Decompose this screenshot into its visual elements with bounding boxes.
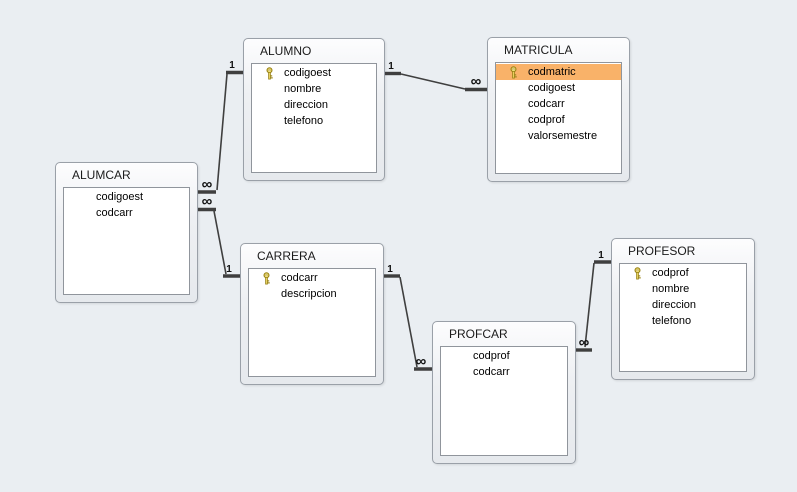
field-list: codprof codcarr: [440, 346, 568, 456]
relationship-line[interactable]: [584, 262, 595, 348]
field-name: valorsemestre: [528, 130, 598, 142]
field-row[interactable]: telefono: [620, 313, 746, 329]
cardinality-one-label: 1: [387, 264, 393, 275]
table-alumno[interactable]: ALUMNO codigoest nombre direccion telefono: [243, 38, 385, 181]
field-row[interactable]: codcarr: [64, 205, 189, 221]
field-name: codigoest: [284, 67, 332, 79]
field-row[interactable]: nombre: [620, 281, 746, 297]
key-icon: [263, 271, 270, 284]
field-list: codmatric codigoest codcarr codprof valorsem…: [495, 62, 622, 174]
field-name: descripcion: [281, 288, 337, 300]
relationship-line[interactable]: [399, 276, 418, 368]
field-list: codprof nombre direccion telefono: [619, 263, 747, 372]
field-row[interactable]: descripcion: [249, 286, 375, 302]
table-title[interactable]: PROFCAR: [449, 327, 508, 341]
relationship-alumno-matricula[interactable]: 1∞: [385, 61, 487, 92]
key-icon: [634, 266, 641, 279]
field-name: direccion: [284, 99, 329, 111]
key-icon-slot: [509, 65, 527, 79]
table-profesor[interactable]: PROFESOR codprof nombre direccion telefono: [611, 238, 755, 380]
relationship-line[interactable]: [213, 210, 227, 275]
field-row[interactable]: codcarr: [496, 96, 621, 112]
field-name: codprof: [652, 267, 689, 279]
table-title[interactable]: MATRICULA: [504, 43, 573, 57]
table-title[interactable]: PROFESOR: [628, 244, 696, 258]
field-row[interactable]: nombre: [252, 81, 376, 97]
field-name: codcarr: [473, 366, 510, 378]
field-name: nombre: [652, 283, 690, 295]
field-row[interactable]: codprof: [496, 112, 621, 128]
field-row[interactable]: codmatric: [496, 64, 621, 80]
relationship-alumno-alumcar[interactable]: 1∞: [198, 60, 243, 194]
field-row[interactable]: codigoest: [64, 189, 189, 205]
cardinality-one-label: 1: [226, 264, 232, 275]
field-name: telefono: [652, 315, 692, 327]
table-alumcar[interactable]: ALUMCAR codigoest codcarr: [55, 162, 198, 303]
cardinality-many-label: ∞: [579, 334, 590, 351]
table-matricula[interactable]: MATRICULA codmatric codigoest codcarr codpro…: [487, 37, 630, 182]
field-row[interactable]: codigoest: [252, 65, 376, 81]
key-icon-slot: [633, 266, 651, 280]
field-row[interactable]: codprof: [441, 348, 567, 364]
field-row[interactable]: direccion: [252, 97, 376, 113]
field-name: codigoest: [528, 82, 576, 94]
table-title[interactable]: ALUMNO: [260, 44, 312, 58]
relationship-carrera-profcar[interactable]: 1∞: [384, 264, 432, 371]
field-row[interactable]: codcarr: [441, 364, 567, 380]
field-name: codmatric: [528, 66, 576, 78]
cardinality-one-label: 1: [388, 61, 394, 72]
field-row[interactable]: codcarr: [249, 270, 375, 286]
field-list: codigoest nombre direccion telefono: [251, 63, 377, 173]
cardinality-many-label: ∞: [471, 73, 482, 90]
field-list: codigoest codcarr: [63, 187, 190, 295]
field-row[interactable]: codigoest: [496, 80, 621, 96]
field-name: direccion: [652, 299, 697, 311]
cardinality-many-label: ∞: [202, 176, 213, 193]
table-title[interactable]: CARRERA: [257, 249, 316, 263]
table-profcar[interactable]: PROFCAR codprof codcarr: [432, 321, 576, 464]
field-name: codcarr: [528, 98, 565, 110]
field-name: codcarr: [281, 272, 318, 284]
field-row[interactable]: direccion: [620, 297, 746, 313]
table-title[interactable]: ALUMCAR: [72, 168, 131, 182]
field-row[interactable]: telefono: [252, 113, 376, 129]
relationship-line[interactable]: [216, 73, 228, 191]
field-name: codprof: [473, 350, 510, 362]
key-icon-slot: [265, 66, 283, 80]
field-name: nombre: [284, 83, 322, 95]
field-row[interactable]: codprof: [620, 265, 746, 281]
relationship-carrera-alumcar[interactable]: 1∞: [198, 193, 240, 278]
field-name: codprof: [528, 114, 565, 126]
relationship-line[interactable]: [400, 73, 466, 90]
key-icon: [510, 65, 517, 78]
key-icon-slot: [262, 271, 280, 285]
field-name: telefono: [284, 115, 324, 127]
cardinality-many-label: ∞: [202, 193, 213, 210]
relationship-profesor-profcar[interactable]: 1∞: [576, 250, 611, 352]
cardinality-one-label: 1: [598, 250, 604, 261]
cardinality-many-label: ∞: [416, 353, 427, 370]
field-row[interactable]: valorsemestre: [496, 128, 621, 144]
cardinality-one-label: 1: [229, 60, 235, 71]
field-name: codigoest: [96, 191, 144, 203]
table-carrera[interactable]: CARRERA codcarr descripcion: [240, 243, 384, 385]
field-list: codcarr descripcion: [248, 268, 376, 377]
key-icon: [266, 66, 273, 79]
field-name: codcarr: [96, 207, 133, 219]
